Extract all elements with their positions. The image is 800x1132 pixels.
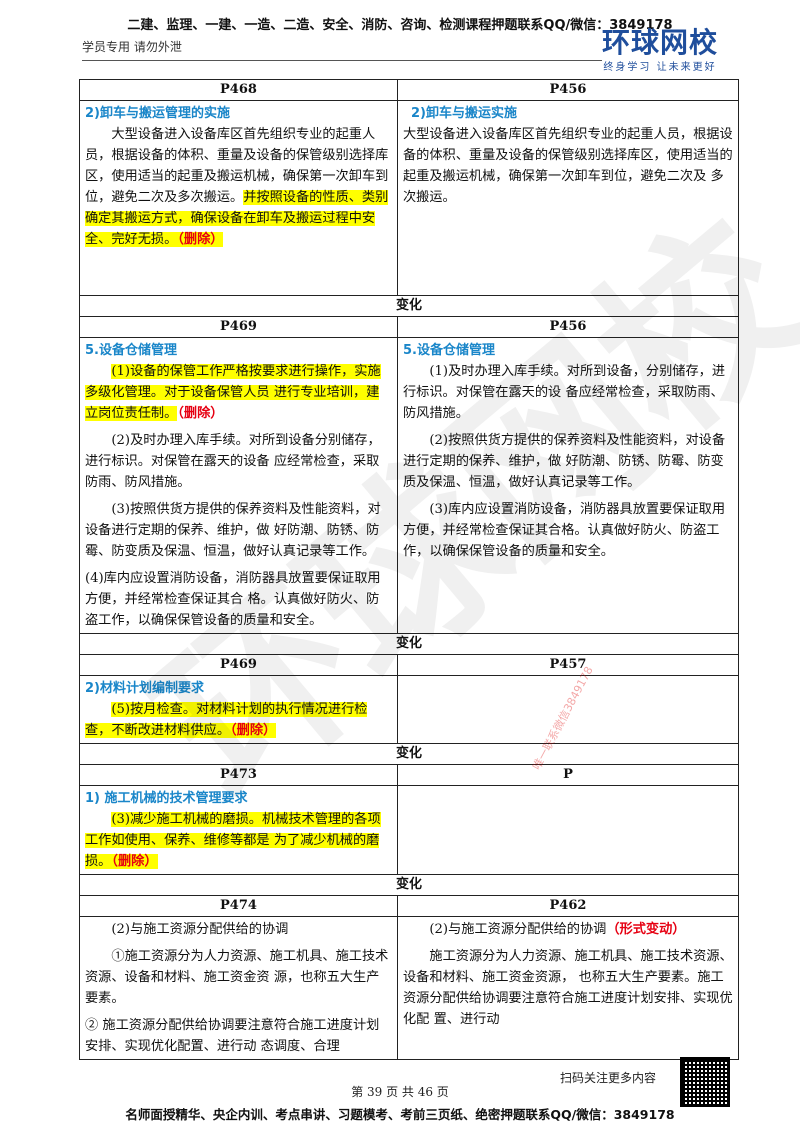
left-page-ref: P469 bbox=[79, 316, 398, 338]
left-page-ref: P468 bbox=[79, 79, 398, 101]
right-page-ref: P462 bbox=[397, 895, 739, 917]
section-heading: 5.设备仓储管理 bbox=[85, 343, 177, 358]
page-ref-row: P474 P462 bbox=[79, 895, 739, 917]
brand-logo-name: 环球网校 bbox=[601, 26, 718, 59]
right-page-ref: P457 bbox=[397, 654, 739, 676]
content-row: 5.设备仓储管理 (1)设备的保管工作严格按要求进行操作，实施多级化管理。对于设… bbox=[79, 337, 739, 634]
comparison-table: P468 P456 2)卸车与搬运管理的实施 大型设备进入设备库区首先组织专业的… bbox=[79, 79, 739, 1060]
page-ref-row: P473 P bbox=[79, 764, 739, 786]
left-content-cell: 2)材料计划编制要求 (5)按月检查。对材料计划的执行情况进行检查，不断改进材料… bbox=[79, 675, 398, 744]
right-page-ref: P456 bbox=[397, 79, 739, 101]
content-row: 1) 施工机械的技术管理要求 (3)减少施工机械的磨损。机械技术管理的各项工作如… bbox=[79, 785, 739, 875]
paragraph: ①施工资源分为人力资源、施工机具、施工技术资源、设备和材料、施工资金资 源，也称… bbox=[85, 949, 389, 1006]
scan-qr-caption: 扫码关注更多内容 bbox=[560, 1071, 657, 1085]
paragraph: (2)按照供货方提供的保养资料及性能资料，对设备进行定期的保养、维护，做 好防潮… bbox=[403, 433, 726, 490]
section-heading: 1) 施工机械的技术管理要求 bbox=[85, 791, 248, 806]
section-heading: 2)卸车与搬运管理的实施 bbox=[85, 106, 230, 121]
paragraph: (2)与施工资源分配供给的协调（形式变动） bbox=[403, 919, 733, 940]
left-content-cell: (2)与施工资源分配供给的协调 ①施工资源分为人力资源、施工机具、施工技术资源、… bbox=[79, 916, 398, 1060]
paragraph: (3)减少施工机械的磨损。机械技术管理的各项工作如使用、保养、维修等都是 为了减… bbox=[85, 809, 392, 872]
paragraph: (3)库内应设置消防设备，消防器具放置要保证取用方便，并经常检查保证其合格。认真… bbox=[403, 502, 726, 559]
form-change-tag: （形式变动） bbox=[606, 922, 686, 937]
change-row: 变化 bbox=[79, 633, 739, 655]
page-ref-row: P468 P456 bbox=[79, 79, 739, 101]
paragraph: ② 施工资源分配供给协调要注意符合施工进度计划安排、实现优化配置、进行动 态调度… bbox=[85, 1018, 380, 1054]
page-number: 第 39 页 共 46 页 bbox=[351, 1085, 449, 1099]
qr-code-icon bbox=[680, 1057, 730, 1107]
brand-logo: 环球网校 终身学习 让未来更好 bbox=[590, 26, 730, 74]
section-heading: 2)材料计划编制要求 bbox=[85, 681, 204, 696]
change-label: 变化 bbox=[79, 295, 739, 317]
right-content-cell: 2)卸车与搬运实施 大型设备进入设备库区首先组织专业的起重人员，根据设备的体积、… bbox=[397, 100, 739, 296]
left-page-ref: P474 bbox=[79, 895, 398, 917]
left-page-ref: P473 bbox=[79, 764, 398, 786]
change-row: 变化 bbox=[79, 295, 739, 317]
paragraph: (4)库内应设置消防设备，消防器具放置要保证取用方便，并经常检查保证其合 格。认… bbox=[85, 571, 381, 628]
change-label: 变化 bbox=[79, 743, 739, 765]
paragraph: (2)及时办理入库手续。对所到设备分别储存，进行标识。对保管在露天的设备 应经常… bbox=[85, 433, 381, 490]
left-content-cell: 1) 施工机械的技术管理要求 (3)减少施工机械的磨损。机械技术管理的各项工作如… bbox=[79, 785, 398, 875]
left-page-ref: P469 bbox=[79, 654, 398, 676]
content-row: 2)材料计划编制要求 (5)按月检查。对材料计划的执行情况进行检查，不断改进材料… bbox=[79, 675, 739, 744]
student-only-note: 学员专用 请勿外泄 bbox=[82, 40, 182, 54]
bottom-contact-banner: 名师面授精华、央企内训、考点串讲、习题模考、考前三页纸、绝密押题联系QQ/微信：… bbox=[125, 1107, 675, 1122]
page-ref-row: P469 P456 bbox=[79, 316, 739, 338]
paragraph: (1)及时办理入库手续。对所到设备，分别储存，进行标识。对保管在露天的设 备应经… bbox=[403, 364, 726, 421]
right-content-cell: (2)与施工资源分配供给的协调（形式变动） 施工资源分为人力资源、施工机具、施工… bbox=[397, 916, 739, 1060]
left-content-cell: 2)卸车与搬运管理的实施 大型设备进入设备库区首先组织专业的起重人员，根据设备的… bbox=[79, 100, 398, 296]
paragraph-text: 大型设备进入设备库区首先组织专业的起重人员，根据设备的体积、重量及设备的保管级别… bbox=[85, 127, 389, 205]
change-label: 变化 bbox=[79, 633, 739, 655]
paragraph: 施工资源分为人力资源、施工机具、施工技术资源、设备和材料、施工资金资源， 也称五… bbox=[403, 949, 733, 1027]
section-heading: 2)卸车与搬运实施 bbox=[411, 106, 517, 121]
paragraph: (3)按照供货方提供的保养资料及性能资料，对设备进行定期的保养、维护，做 好防潮… bbox=[85, 502, 381, 559]
paragraph: (2)与施工资源分配供给的协调 bbox=[111, 922, 289, 937]
paragraph: 大型设备进入设备库区首先组织专业的起重人员，根据设备的体积、重量及设备的保管级别… bbox=[85, 124, 392, 250]
paragraph-text: (2)与施工资源分配供给的协调 bbox=[429, 922, 607, 937]
right-page-ref: P bbox=[397, 764, 739, 786]
section-heading: 5.设备仓储管理 bbox=[403, 343, 495, 358]
brand-logo-slogan: 终身学习 让未来更好 bbox=[603, 62, 717, 73]
top-contact-banner: 二建、监理、一建、一造、二造、安全、消防、咨询、检测课程押题联系QQ/微信：38… bbox=[127, 18, 673, 33]
paragraph: 大型设备进入设备库区首先组织专业的起重人员，根据设备的体积、重量及设备的保管级别… bbox=[403, 127, 733, 205]
delete-tag: （删除） bbox=[111, 854, 158, 869]
right-page-ref: P456 bbox=[397, 316, 739, 338]
highlighted-text: (5)按月检查。对材料计划的执行情况进行检查，不断改进材料供应。 bbox=[85, 702, 368, 738]
left-content-cell: 5.设备仓储管理 (1)设备的保管工作严格按要求进行操作，实施多级化管理。对于设… bbox=[79, 337, 398, 634]
change-row: 变化 bbox=[79, 743, 739, 765]
delete-tag: （删除） bbox=[177, 406, 224, 421]
paragraph: (5)按月检查。对材料计划的执行情况进行检查，不断改进材料供应。（删除） bbox=[85, 699, 392, 741]
content-row: (2)与施工资源分配供给的协调 ①施工资源分为人力资源、施工机具、施工技术资源、… bbox=[79, 916, 739, 1060]
header-divider bbox=[82, 60, 602, 61]
right-content-cell bbox=[397, 675, 739, 744]
page-ref-row: P469 P457 bbox=[79, 654, 739, 676]
highlighted-text: (1)设备的保管工作严格按要求进行操作，实施多级化管理。对于设备保管人员 进行专… bbox=[85, 364, 381, 421]
right-content-cell bbox=[397, 785, 739, 875]
content-row: 2)卸车与搬运管理的实施 大型设备进入设备库区首先组织专业的起重人员，根据设备的… bbox=[79, 100, 739, 296]
delete-tag: （删除） bbox=[230, 723, 277, 738]
paragraph: (1)设备的保管工作严格按要求进行操作，实施多级化管理。对于设备保管人员 进行专… bbox=[85, 361, 392, 424]
right-content-cell: 5.设备仓储管理 (1)及时办理入库手续。对所到设备，分别储存，进行标识。对保管… bbox=[397, 337, 739, 634]
change-label: 变化 bbox=[79, 874, 739, 896]
change-row: 变化 bbox=[79, 874, 739, 896]
delete-tag: （删除） bbox=[177, 232, 224, 247]
